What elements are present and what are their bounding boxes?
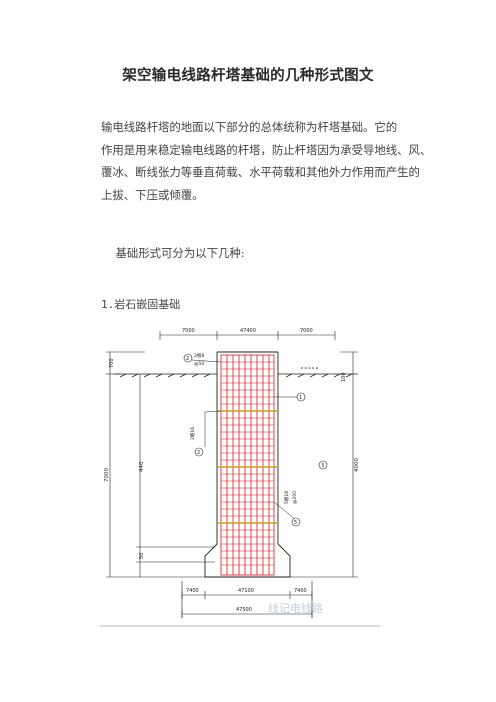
rebar-cage	[220, 354, 275, 576]
intro-line: 覆冰、断线张力等垂直荷载、水平荷载和其他外力作用而产生的	[101, 165, 420, 179]
left-dim-label: 700	[109, 358, 115, 368]
page-title: 架空输电线路杆塔基础的几种形式图文	[122, 68, 374, 84]
right-dimension	[278, 351, 358, 578]
intro-line: 上拔、下压或倾覆。	[101, 187, 204, 202]
callout-circles	[183, 353, 328, 527]
left-dim-label: 440	[139, 461, 145, 472]
callout-number: 2	[186, 356, 189, 362]
rebar-stirrups	[221, 361, 274, 566]
callout-number: 3	[321, 463, 324, 469]
rebar-label: 5根18	[283, 491, 290, 504]
section-heading: 1.岩石嵌固基础	[101, 298, 181, 311]
top-dim-label: 47400	[240, 328, 256, 334]
rebar-label: 2根16	[189, 427, 196, 440]
forms-intro: 基础形式可分为以下几种:	[101, 246, 245, 260]
bottom-dim-label: 7400	[294, 588, 307, 594]
rebar-label: @200	[292, 491, 298, 504]
left-dimension	[106, 351, 218, 578]
rock-foundation-drawing: 7000 47400 7000 ∘∘∘∘∘ 700 7000 440 50 10…	[100, 328, 380, 627]
right-dim-label: 4000	[354, 458, 360, 472]
intro-paragraph: 输电线路杆塔的地面以下部分的总体统称为杆塔基础。它的 作用是用来稳定输电线路的杆…	[101, 116, 432, 206]
bottom-dim-label: 7400	[186, 588, 199, 594]
callout-number: 5	[294, 520, 297, 526]
callout-leaders	[191, 359, 298, 521]
total-dim-label: 47500	[236, 607, 252, 613]
intro-line: 作用是用来稳定输电线路的杆塔，防止杆塔因为承受导地线、风、	[101, 142, 432, 157]
bottom-dimension	[181, 581, 313, 618]
callout-number: 2	[197, 450, 200, 456]
ground-dots: ∘∘∘∘∘	[300, 365, 319, 372]
stirrup-bands	[218, 410, 277, 524]
rebar-label: @50	[194, 361, 204, 367]
watermark: 线记电线路	[268, 601, 323, 615]
left-dim-label: 7000	[104, 468, 110, 482]
left-dim-label: 50	[139, 553, 145, 559]
top-dim-label: 7000	[182, 328, 195, 334]
rebar-label: 2根8	[194, 352, 204, 359]
top-dim-label: 7000	[300, 328, 313, 334]
right-dim-label: 100	[341, 372, 347, 382]
callout-number: 1	[299, 395, 302, 401]
bottom-dim-label: 47100	[238, 588, 254, 594]
foundation-outline	[204, 351, 291, 578]
ground-line	[115, 373, 358, 378]
intro-line: 输电线路杆塔的地面以下部分的总体统称为杆塔基础。它的	[101, 120, 398, 134]
top-dimension	[159, 331, 336, 340]
